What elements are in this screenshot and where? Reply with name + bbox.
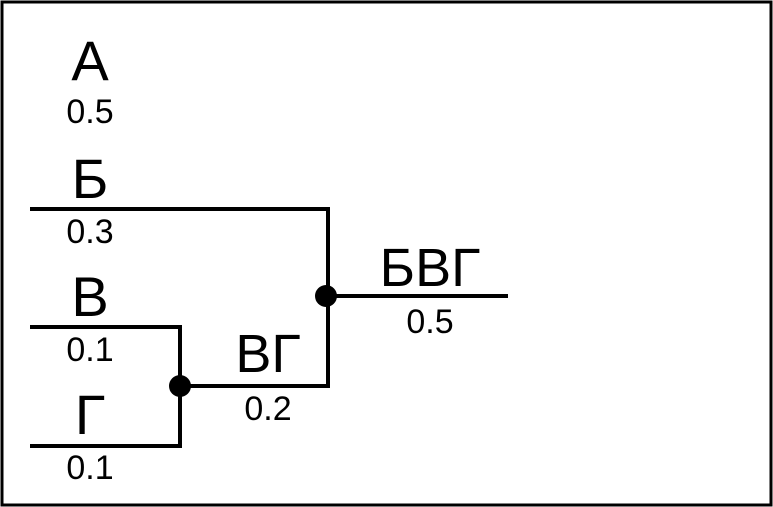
merge-bvg-label: БВГ	[380, 238, 481, 298]
symbol-v-prob: 0.1	[66, 331, 113, 369]
merge-vg-line	[180, 296, 330, 388]
merge-bvg-prob: 0.5	[406, 303, 453, 341]
symbol-g-label: Г	[75, 383, 105, 446]
symbol-g-branch-line	[30, 386, 182, 448]
symbol-v-label: В	[71, 265, 108, 328]
symbol-g-prob: 0.1	[66, 449, 113, 487]
symbol-b-prob: 0.3	[66, 213, 113, 251]
merge-vg-label: ВГ	[235, 324, 300, 384]
merge-vg-node	[169, 375, 191, 397]
symbol-a-prob: 0.5	[66, 93, 113, 131]
merge-bvg-node	[315, 285, 337, 307]
symbol-v-branch-line	[30, 325, 182, 386]
symbol-a-label: А	[71, 29, 109, 92]
symbol-b-branch-line	[30, 207, 330, 296]
merge-vg-prob: 0.2	[244, 390, 291, 428]
symbol-b-label: Б	[72, 147, 109, 210]
